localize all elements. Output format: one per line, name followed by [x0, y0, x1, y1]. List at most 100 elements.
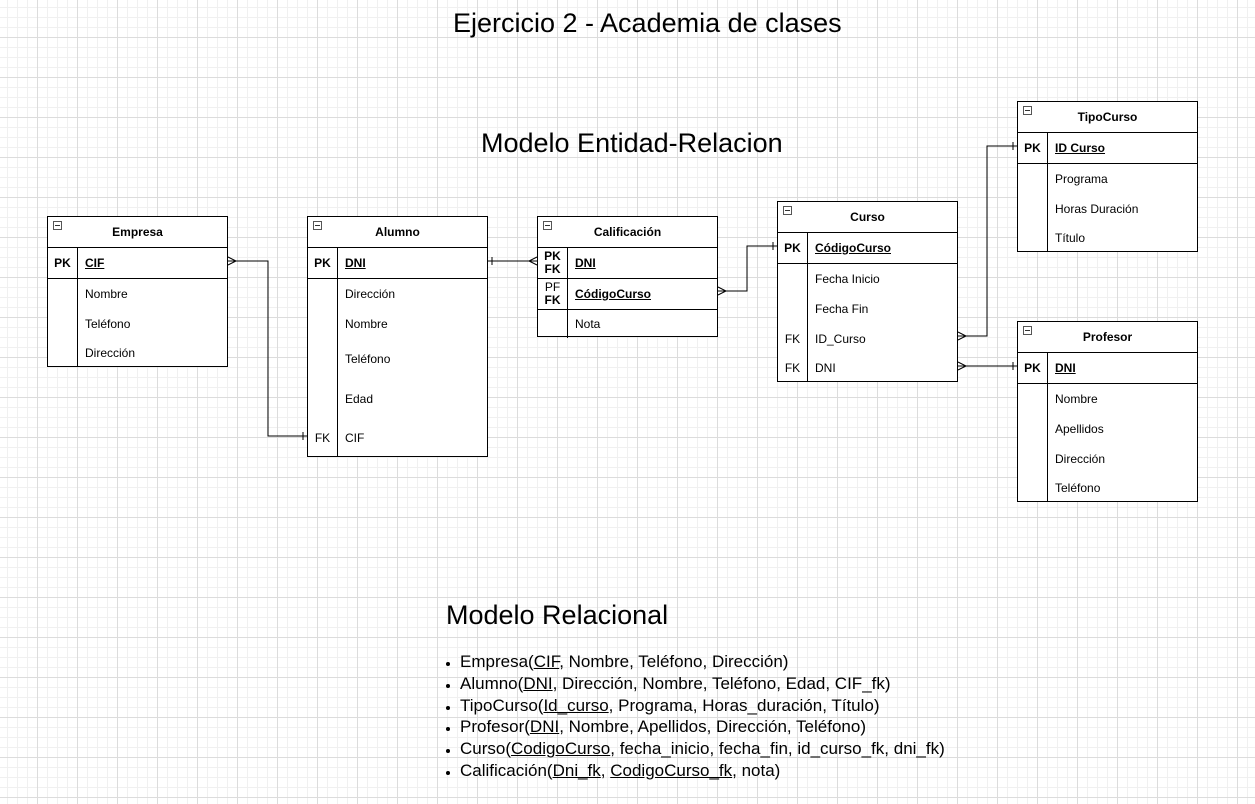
- field-row[interactable]: Título: [1018, 224, 1197, 252]
- collapse-icon[interactable]: [313, 221, 322, 230]
- relation-attributes: , nota): [732, 760, 781, 780]
- relation-name: Curso(: [460, 739, 512, 759]
- pk-row[interactable]: PK ID Curso: [1018, 133, 1197, 164]
- field-row[interactable]: Edad: [308, 379, 487, 419]
- relation-attributes: , Programa, Horas_duración, Título): [608, 695, 880, 715]
- fk-row[interactable]: FK ID_Curso: [778, 324, 957, 354]
- field-row[interactable]: Teléfono: [1018, 474, 1197, 502]
- key-label: [48, 279, 78, 309]
- key-label-pk: PK: [544, 249, 561, 263]
- relation-list: Empresa(CIF, Nombre, Teléfono, Dirección…: [446, 651, 945, 782]
- pk-row[interactable]: PK DNI: [1018, 353, 1197, 384]
- many-end-calificacion-curso: [717, 286, 728, 296]
- entity-name: Curso: [850, 210, 885, 224]
- entity-curso[interactable]: Curso PK CódigoCurso Fecha Inicio Fecha …: [777, 201, 958, 382]
- collapse-icon[interactable]: [543, 221, 552, 230]
- field-row[interactable]: Teléfono: [308, 339, 487, 379]
- many-end-empresa: [227, 256, 238, 266]
- field-name: Teléfono: [345, 352, 391, 366]
- relation-attributes: , Dirección, Nombre, Teléfono, Edad, CIF…: [552, 673, 891, 693]
- field-row[interactable]: Nota: [538, 310, 717, 338]
- collapse-icon[interactable]: [1023, 106, 1032, 115]
- field-name: Nombre: [345, 317, 388, 331]
- fk-row[interactable]: FK DNI: [778, 354, 957, 382]
- field-name: Teléfono: [1055, 481, 1101, 495]
- field-row[interactable]: Nombre: [48, 279, 227, 309]
- key-label: [778, 294, 808, 324]
- field-name: Título: [1055, 231, 1086, 245]
- field-row[interactable]: Dirección: [48, 339, 227, 367]
- key-label: PK: [778, 233, 808, 263]
- field-name: DNI: [1055, 361, 1076, 375]
- field-row[interactable]: Teléfono: [48, 309, 227, 339]
- field-name: Fecha Inicio: [815, 272, 880, 286]
- field-name: Dirección: [345, 287, 396, 301]
- field-name: ID Curso: [1055, 141, 1106, 155]
- key-label: [308, 309, 338, 339]
- entity-name: Empresa: [112, 225, 163, 239]
- field-row[interactable]: Fecha Inicio: [778, 264, 957, 294]
- field-row[interactable]: Horas Duración: [1018, 194, 1197, 224]
- key-label: FK: [778, 354, 808, 382]
- field-name: Dirección: [85, 346, 136, 360]
- entity-alumno[interactable]: Alumno PK DNI Dirección Nombre Teléfono …: [307, 216, 488, 457]
- entity-empresa[interactable]: Empresa PK CIF Nombre Teléfono Dirección: [47, 216, 228, 367]
- relation-name: TipoCurso(: [460, 695, 544, 715]
- key-label: PK: [48, 248, 78, 278]
- field-name: Edad: [345, 392, 374, 406]
- key-label: FK: [308, 419, 338, 457]
- entity-profesor[interactable]: Profesor PK DNI Nombre Apellidos Direcci…: [1017, 321, 1198, 502]
- pk-row[interactable]: PK DNI: [308, 248, 487, 279]
- field-name: CIF: [345, 431, 365, 445]
- field-name: CIF: [85, 256, 105, 270]
- key-label: PK: [308, 248, 338, 278]
- diagram-title: Ejercicio 2 - Academia de clases: [453, 8, 842, 38]
- field-row[interactable]: Dirección: [1018, 444, 1197, 474]
- relation-item-empresa: Empresa(CIF, Nombre, Teléfono, Dirección…: [460, 651, 945, 673]
- relation-key: CodigoCurso_fk: [610, 760, 733, 780]
- field-row[interactable]: Nombre: [1018, 384, 1197, 414]
- er-model-title: Modelo Entidad-Relacion: [481, 128, 783, 158]
- entity-tipocurso[interactable]: TipoCurso PK ID Curso Programa Horas Dur…: [1017, 101, 1198, 252]
- field-name: ID_Curso: [815, 332, 866, 346]
- field-name: DNI: [575, 256, 596, 270]
- link-empresa-alumno: [228, 260, 307, 437]
- link-calificacion-curso: [718, 245, 777, 292]
- field-name: Dirección: [1055, 452, 1106, 466]
- relation-key: Id_curso: [543, 695, 609, 715]
- entity-name: TipoCurso: [1077, 110, 1138, 124]
- relation-name: Alumno(: [460, 673, 524, 693]
- field-name: CódigoCurso: [815, 241, 891, 255]
- key-label: [308, 279, 338, 309]
- relational-model: Modelo Relacional Empresa(CIF, Nombre, T…: [446, 600, 945, 782]
- field-name: DNI: [815, 361, 836, 375]
- relation-item-calificacion: Calificación(Dni_fk, CodigoCurso_fk, not…: [460, 760, 945, 782]
- pk-row[interactable]: PK CódigoCurso: [778, 233, 957, 264]
- key-label: [308, 339, 338, 379]
- relation-key: Dni_fk: [552, 760, 601, 780]
- field-row[interactable]: Apellidos: [1018, 414, 1197, 444]
- field-name: CódigoCurso: [575, 287, 651, 301]
- field-row[interactable]: Fecha Fin: [778, 294, 957, 324]
- collapse-icon[interactable]: [1023, 326, 1032, 335]
- key-label: PK: [1018, 133, 1048, 163]
- collapse-icon[interactable]: [783, 206, 792, 215]
- field-row[interactable]: Dirección: [308, 279, 487, 309]
- field-name: Nombre: [1055, 392, 1098, 406]
- key-label: [778, 264, 808, 294]
- relation-item-tipocurso: TipoCurso(Id_curso, Programa, Horas_dura…: [460, 695, 945, 717]
- relation-separator: ,: [600, 760, 611, 780]
- key-label: [48, 339, 78, 367]
- fk-row[interactable]: FK CIF: [308, 419, 487, 457]
- field-row[interactable]: Programa: [1018, 164, 1197, 194]
- field-row[interactable]: Nombre: [308, 309, 487, 339]
- key-label: [1018, 164, 1048, 194]
- relation-attributes: , Nombre, Apellidos, Dirección, Teléfono…: [559, 717, 866, 737]
- collapse-icon[interactable]: [53, 221, 62, 230]
- pk-row[interactable]: PK CIF: [48, 248, 227, 279]
